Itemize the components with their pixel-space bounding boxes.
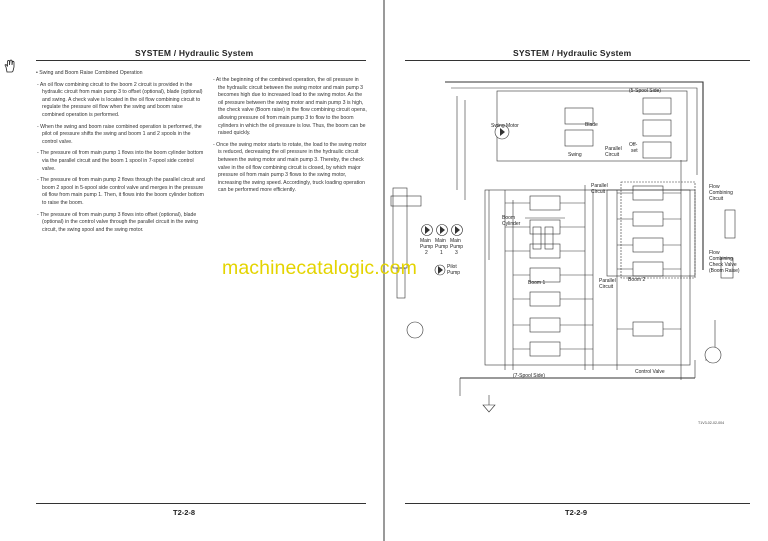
parallel-circuit-2b: Circuit (591, 189, 606, 195)
page-number: T2-2-9 (565, 508, 588, 517)
pump1-b: Pump (435, 244, 448, 250)
offset-label-2: set (631, 148, 638, 154)
pump2-a: Main (420, 238, 431, 244)
section-heading: • Swing and Boom Raise Combined Operatio… (36, 70, 143, 76)
footer-divider (36, 503, 366, 504)
figure-code: T1V3-02-02-004 (698, 421, 724, 425)
header-divider (405, 60, 750, 61)
pump1-a: Main (435, 238, 446, 244)
pump3-a: Main (450, 238, 461, 244)
swing-label: Swing (568, 152, 582, 158)
control-valve-label: Control Valve (635, 369, 665, 375)
pump3-b: Pump (450, 244, 463, 250)
travel-motor-right-symbol (704, 346, 722, 364)
page-number: T2-2-8 (173, 508, 196, 517)
left-page: SYSTEM / Hydraulic System • Swing and Bo… (0, 0, 383, 541)
boom-cylinder-1: Boom (502, 215, 515, 221)
boom-cylinder-2: Cylinder (502, 221, 521, 227)
right-page: SYSTEM / Hydraulic System (385, 0, 768, 541)
spool5-box (496, 90, 688, 162)
footer-divider (405, 503, 750, 504)
paragraph: - Once the swing motor starts to rotate,… (213, 141, 367, 194)
pump3-c: 3 (455, 250, 458, 256)
parallel-circuit-3a: Parallel (599, 278, 616, 284)
boom-1-label: Boom 1 (528, 280, 545, 286)
page-title: SYSTEM / Hydraulic System (135, 48, 254, 58)
paragraph: - When the swing and boom raise combined… (37, 123, 202, 145)
check-valve-2: Combining (709, 256, 733, 262)
text-column-1: • Swing and Boom Raise Combined Operatio… (36, 70, 206, 238)
hydraulic-circuit-diagram: (5-Spool Side) Swing Motor Blade Off- se… (390, 81, 740, 425)
control-valve-box (484, 189, 691, 366)
text-column-2: - At the beginning of the combined opera… (212, 77, 367, 199)
parallel-circuit-1b: Circuit (605, 152, 620, 158)
parallel-circuit-2a: Parallel (591, 183, 608, 189)
paragraph: - At the beginning of the combined opera… (213, 77, 367, 137)
pump2-b: Pump (420, 244, 433, 250)
spool5-label: (5-Spool Side) (629, 88, 661, 94)
header-divider (36, 60, 366, 61)
pump1-c: 1 (440, 250, 443, 256)
parallel-circuit-3b: Circuit (599, 284, 614, 290)
flow-combining-1: Flow (709, 184, 720, 190)
swing-motor-label: Swing Motor (491, 123, 519, 129)
paragraph: - The pressure oil from main pump 1 flow… (37, 150, 204, 172)
hand-cursor-icon (4, 59, 15, 73)
blade-label: Blade (585, 122, 598, 128)
pump2-c: 2 (425, 250, 428, 256)
page-title: SYSTEM / Hydraulic System (513, 48, 632, 58)
check-valve-4: (Boom Raise) (709, 268, 740, 274)
boom-2-label: Boom 2 (628, 277, 645, 283)
offset-label-1: Off- (629, 142, 638, 148)
check-valve-1: Flow (709, 250, 720, 256)
watermark-text: machinecatalogic.com (222, 257, 417, 279)
paragraph: - The pressure oil from main pump 3 flow… (37, 211, 198, 233)
paragraph: - An oil flow combining circuit to the b… (37, 81, 203, 118)
flow-combining-3: Circuit (709, 196, 724, 202)
travel-motor-left-symbol (406, 321, 424, 339)
parallel-circuit-1a: Parallel (605, 146, 622, 152)
check-valve-3: Check Valve (709, 262, 737, 268)
pilot-pump-2: Pump (447, 270, 460, 276)
paragraph: - The pressure oil from main pump 2 flow… (37, 177, 205, 206)
spool7-label: (7-Spool Side) (513, 373, 545, 379)
flow-combining-2: Combining (709, 190, 733, 196)
pilot-pump-1: Pilot (447, 264, 457, 270)
page-spine (383, 0, 385, 541)
